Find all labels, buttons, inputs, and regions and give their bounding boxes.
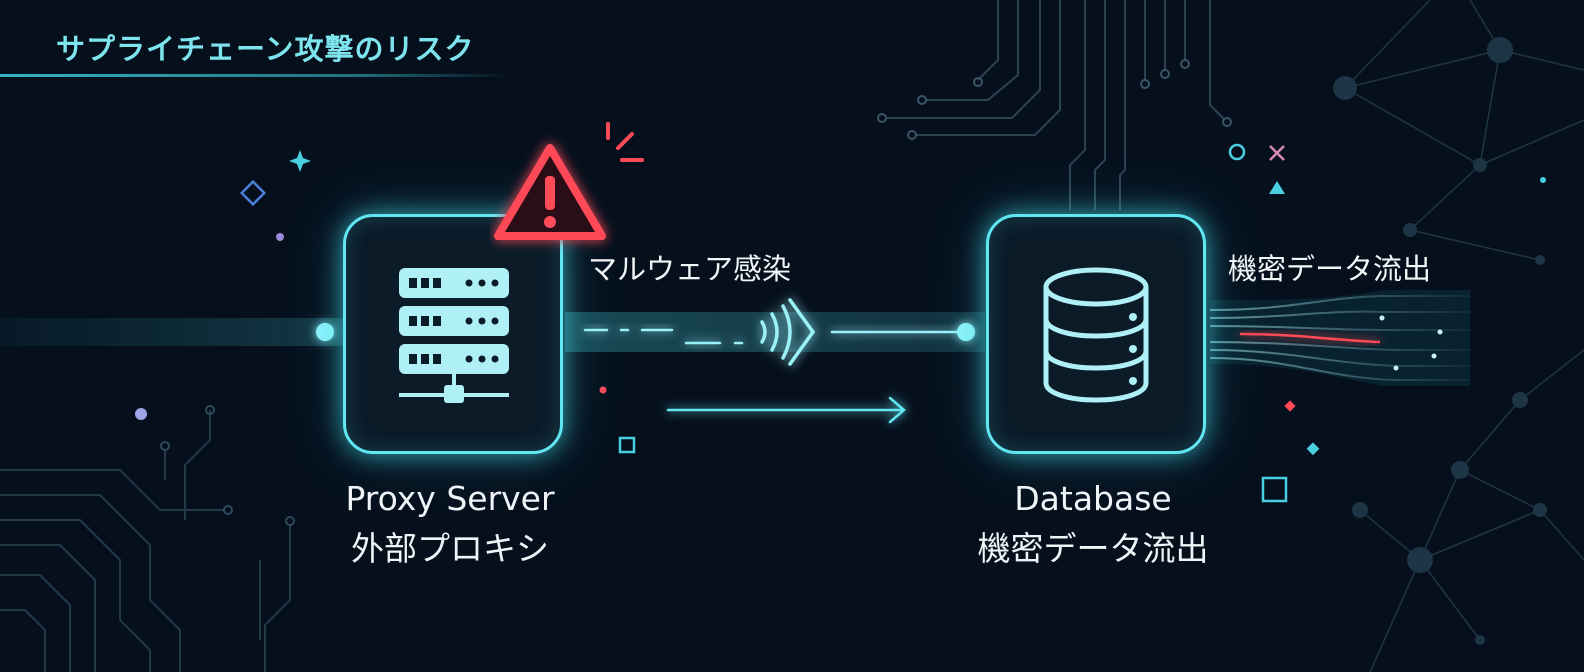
- title-underline: [0, 74, 510, 77]
- data-exfiltration-label: 機密データ流出: [1228, 252, 1432, 286]
- database-node: [986, 214, 1206, 454]
- malware-infection-label: マルウェア感染: [588, 252, 792, 286]
- proxy-server-label: Proxy Server 外部プロキシ: [300, 474, 600, 574]
- database-name-ja: 機密データ流出: [977, 529, 1209, 568]
- data-exfiltration-stream: [1209, 290, 1470, 386]
- database-label: Database 機密データ流出: [943, 474, 1243, 574]
- proxy-server-name-ja: 外部プロキシ: [351, 529, 549, 568]
- diagram-title: サプライチェーン攻撃のリスク: [56, 32, 475, 66]
- database-cylinder-icon: [1043, 267, 1149, 403]
- proxy-server-name-en: Proxy Server: [345, 479, 555, 518]
- warning-triangle-icon: [494, 122, 644, 240]
- database-name-en: Database: [1014, 479, 1172, 518]
- proxy-to-database-edge: [565, 298, 985, 424]
- incoming-connection-line: [0, 318, 345, 346]
- data-flow-arrow: [666, 396, 906, 424]
- server-rack-icon: [399, 268, 509, 403]
- proxy-server-node: [343, 214, 563, 454]
- wireless-signal-icon: [760, 298, 816, 366]
